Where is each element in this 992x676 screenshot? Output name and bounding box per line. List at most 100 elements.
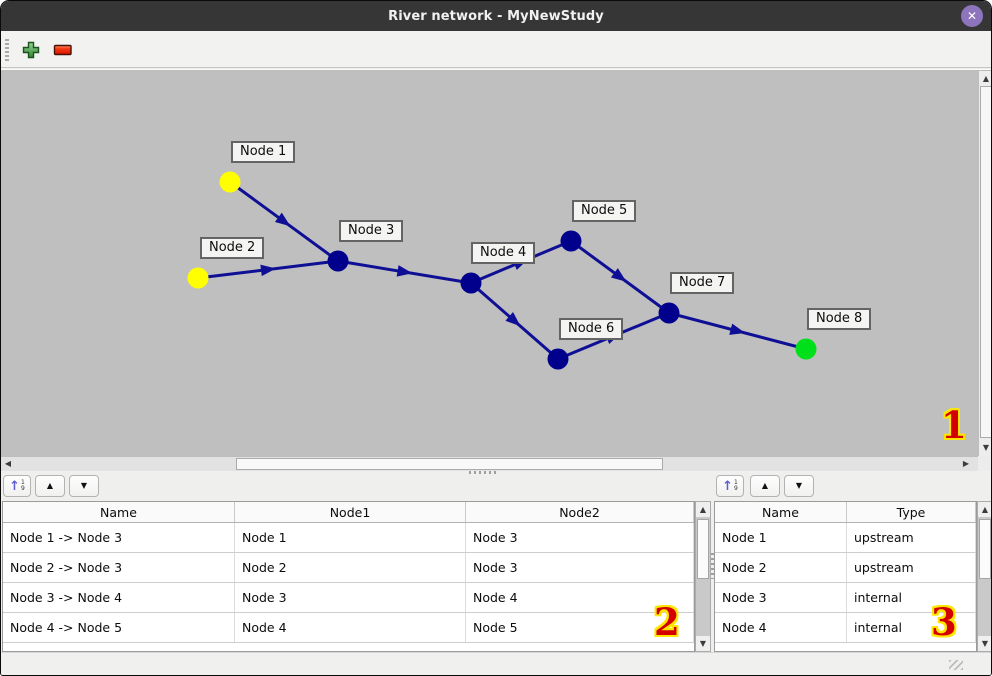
scroll-up-icon[interactable]: ▲ xyxy=(696,502,710,517)
nodes-table-vscrollbar[interactable]: ▲ ▼ xyxy=(977,501,991,652)
node-circle[interactable] xyxy=(560,230,582,252)
toolbar-drag-handle[interactable] xyxy=(5,39,9,61)
scroll-down-icon[interactable]: ▼ xyxy=(696,636,710,651)
scroll-down-icon[interactable]: ▼ xyxy=(982,442,990,452)
table-cell[interactable]: Node 1 xyxy=(235,523,466,552)
table-cell[interactable]: Node 1 -> Node 3 xyxy=(3,523,235,552)
node-label[interactable]: Node 3 xyxy=(339,220,404,242)
add-node-button[interactable] xyxy=(21,40,41,60)
table-cell[interactable]: internal xyxy=(847,583,976,612)
table-cell[interactable]: Node 4 -> Node 5 xyxy=(3,613,235,642)
main-toolbar xyxy=(1,31,991,68)
plus-icon xyxy=(22,41,40,59)
column-header[interactable]: Name xyxy=(715,502,847,522)
annotation-number: 3 xyxy=(931,600,957,644)
canvas-hscrollbar[interactable]: ◀ ▶ xyxy=(1,456,978,471)
table-cell[interactable]: Node 4 xyxy=(235,613,466,642)
minus-icon xyxy=(53,44,72,56)
node-label[interactable]: Node 8 xyxy=(807,308,872,330)
node-circle[interactable] xyxy=(327,250,349,272)
scrollbar-thumb[interactable] xyxy=(697,519,709,579)
node-label[interactable]: Node 5 xyxy=(572,200,637,222)
resize-grip[interactable] xyxy=(949,660,963,670)
node-circle[interactable] xyxy=(219,171,241,193)
edge-arrow-icon xyxy=(274,212,291,227)
node-circle[interactable] xyxy=(795,338,817,360)
table-cell[interactable]: Node 3 -> Node 4 xyxy=(3,583,235,612)
edge-arrow-icon xyxy=(729,323,746,335)
column-header[interactable]: Node2 xyxy=(466,502,694,522)
canvas-hscrollbar-thumb[interactable] xyxy=(236,458,663,470)
arrow-down-icon: ▼ xyxy=(795,481,803,490)
move-down-button[interactable]: ▼ xyxy=(784,475,814,497)
annotation-number: 2 xyxy=(654,600,680,644)
table-cell[interactable]: Node 2 xyxy=(235,553,466,582)
scroll-right-icon[interactable]: ▶ xyxy=(962,459,970,468)
close-icon[interactable]: ✕ xyxy=(961,5,983,27)
node-label[interactable]: Node 4 xyxy=(471,242,536,264)
window-title: River network - MyNewStudy xyxy=(388,8,604,24)
node-circle[interactable] xyxy=(460,272,482,294)
vertical-splitter-handle[interactable] xyxy=(711,553,714,579)
arrow-up-icon: ▲ xyxy=(761,481,769,490)
title-bar[interactable]: River network - MyNewStudy ✕ xyxy=(1,1,991,31)
node-circle[interactable] xyxy=(547,348,569,370)
table-cell[interactable]: Node 2 -> Node 3 xyxy=(3,553,235,582)
node-label[interactable]: Node 1 xyxy=(231,141,296,163)
sort-ascending-icon: ↑ xyxy=(722,478,734,494)
network-canvas[interactable]: Node 1 Node 2 Node 3 Node 4 Node 5 Node 6 Node… xyxy=(1,71,978,456)
table-cell[interactable]: Node 3 xyxy=(466,553,694,582)
table-cell[interactable]: upstream xyxy=(847,523,976,552)
table-cell[interactable]: Node 5 xyxy=(466,613,694,642)
scroll-left-icon[interactable]: ◀ xyxy=(4,459,12,468)
table-cell[interactable]: Node 3 xyxy=(466,523,694,552)
canvas-vscrollbar-thumb[interactable] xyxy=(980,86,991,438)
scroll-down-icon[interactable]: ▼ xyxy=(978,636,991,651)
table-cell[interactable]: internal xyxy=(847,613,976,642)
node-label[interactable]: Node 6 xyxy=(559,318,624,340)
node-label[interactable]: Node 2 xyxy=(200,237,265,259)
table-cell[interactable]: Node 4 xyxy=(715,613,847,642)
status-bar xyxy=(1,652,991,675)
table-cell[interactable]: Node 4 xyxy=(466,583,694,612)
column-header[interactable]: Node1 xyxy=(235,502,466,522)
table-cell[interactable]: Node 1 xyxy=(715,523,847,552)
scroll-up-icon[interactable]: ▲ xyxy=(978,502,991,517)
column-header[interactable]: Type xyxy=(847,502,976,522)
arrow-up-icon: ▲ xyxy=(46,481,54,490)
scrollbar-thumb[interactable] xyxy=(979,519,991,579)
move-down-button[interactable]: ▼ xyxy=(69,475,99,497)
table-cell[interactable]: upstream xyxy=(847,553,976,582)
node-circle[interactable] xyxy=(187,267,209,289)
remove-node-button[interactable] xyxy=(53,40,73,60)
table-cell[interactable]: Node 3 xyxy=(715,583,847,612)
horizontal-splitter-handle[interactable] xyxy=(469,471,499,474)
move-up-button[interactable]: ▲ xyxy=(35,475,65,497)
node-label[interactable]: Node 7 xyxy=(670,272,735,294)
scroll-up-icon[interactable]: ▲ xyxy=(982,73,990,83)
edge-arrow-icon xyxy=(260,264,276,277)
canvas-vscrollbar[interactable]: ▲ ▼ xyxy=(978,71,991,456)
table-cell[interactable]: Node 2 xyxy=(715,553,847,582)
node-circle[interactable] xyxy=(658,302,680,324)
column-header[interactable]: Name xyxy=(3,502,235,522)
table-cell[interactable]: Node 3 xyxy=(235,583,466,612)
branches-table-vscrollbar[interactable]: ▲ ▼ xyxy=(695,501,711,652)
arrow-down-icon: ▼ xyxy=(80,481,88,490)
move-up-button[interactable]: ▲ xyxy=(750,475,780,497)
